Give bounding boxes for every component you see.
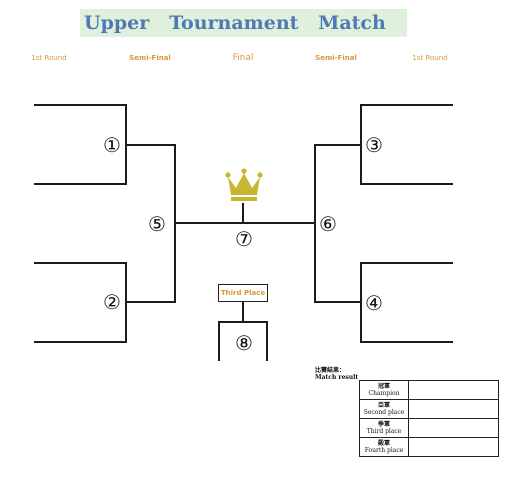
result-label: 亞軍 Second place [359, 399, 409, 419]
match-number-7: ⑦ [235, 227, 253, 251]
bracket-line [360, 341, 453, 343]
result-label-en: Third place [366, 428, 402, 435]
bracket-line [125, 144, 175, 146]
result-value-champion[interactable] [408, 380, 499, 400]
round-label-right-semi: Semi-Final [315, 54, 357, 62]
bracket-line [314, 144, 361, 146]
result-label-cjk: 亞軍 [377, 402, 390, 409]
bracket-line [34, 183, 126, 185]
match-number-4: ④ [365, 291, 383, 315]
result-label: 殿軍 Fourth place [359, 437, 409, 457]
title-banner: Upper Tournament Match [80, 9, 407, 37]
result-row-champion: 冠軍 Champion [359, 380, 499, 400]
result-value-second[interactable] [408, 399, 499, 419]
match-number-1: ① [103, 133, 121, 157]
bracket-line-final-stem [242, 203, 244, 223]
result-heading-en: Match result [315, 374, 359, 381]
bracket-line [34, 262, 126, 264]
round-label-right-first: 1st Round [412, 54, 448, 62]
bracket-line [360, 104, 453, 106]
result-label-cjk: 殿軍 [377, 440, 390, 447]
match-number-5: ⑤ [148, 212, 166, 236]
third-place-label: Third Place [220, 289, 266, 297]
result-label: 冠軍 Champion [359, 380, 409, 400]
round-label-left-first: 1st Round [31, 54, 67, 62]
bracket-line [314, 301, 361, 303]
match-number-2: ② [103, 290, 121, 314]
bracket-line-final [174, 222, 316, 224]
result-row-fourth: 殿軍 Fourth place [359, 437, 499, 457]
bracket-line [360, 183, 453, 185]
result-table: 冠軍 Champion 亞軍 Second place 季軍 Third pla… [359, 380, 499, 457]
match-number-3: ③ [365, 133, 383, 157]
result-label-en: Fourth place [364, 447, 404, 454]
result-label-cjk: 季軍 [377, 421, 390, 428]
result-label-en: Second place [363, 409, 405, 416]
result-value-fourth[interactable] [408, 437, 499, 457]
result-row-third: 季軍 Third place [359, 418, 499, 438]
result-heading-cjk: 比賽結果： [315, 367, 346, 374]
result-row-second: 亞軍 Second place [359, 399, 499, 419]
bracket-line-third-stem [242, 302, 244, 322]
match-number-8: ⑧ [235, 331, 253, 355]
result-label-en: Champion [368, 390, 400, 397]
round-label-left-semi: Semi-Final [129, 54, 171, 62]
bracket-line [34, 104, 126, 106]
bracket-line-third-right [266, 321, 268, 361]
bracket-line-right-semi [314, 144, 316, 303]
third-place-label-box: Third Place [218, 284, 268, 302]
result-value-third[interactable] [408, 418, 499, 438]
result-label: 季軍 Third place [359, 418, 409, 438]
page-title: Upper Tournament Match [84, 12, 386, 34]
bracket-line [125, 301, 175, 303]
result-heading: 比賽結果： Match result [315, 367, 358, 381]
bracket-line-third-top [218, 321, 268, 323]
bracket-line [360, 262, 453, 264]
bracket-line [34, 341, 126, 343]
bracket-line [360, 104, 362, 185]
crown-icon [225, 168, 263, 201]
bracket-line-third-left [218, 321, 220, 361]
bracket-line [360, 262, 362, 343]
round-label-final: Final [232, 53, 254, 63]
match-number-6: ⑥ [319, 212, 337, 236]
result-label-cjk: 冠軍 [377, 383, 390, 390]
